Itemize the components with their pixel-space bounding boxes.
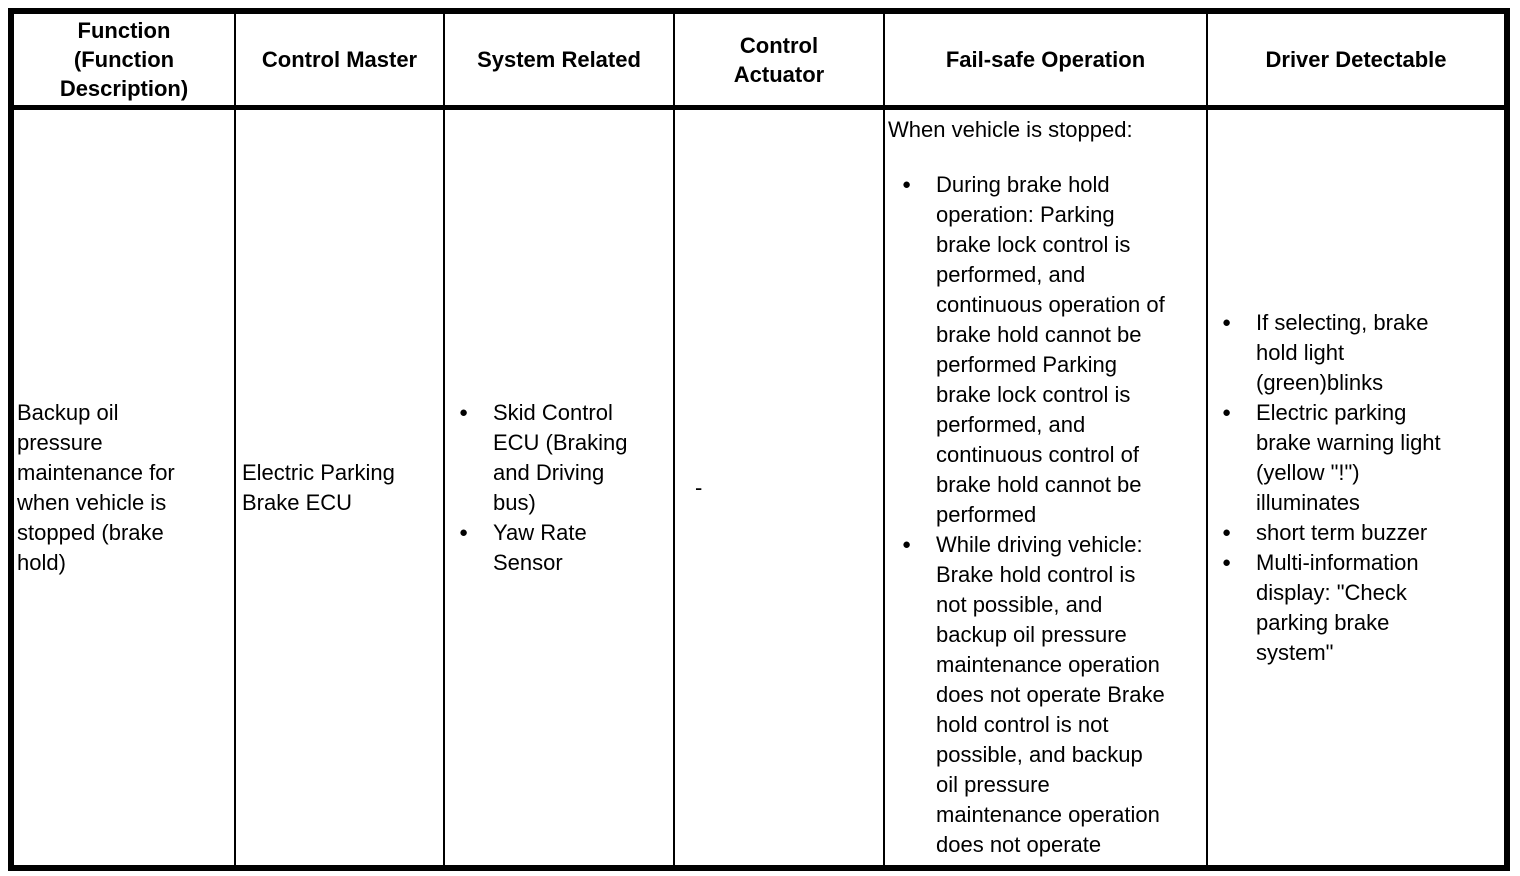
fail-safe-list: ● During brake hold operation: Parking b…	[888, 170, 1204, 860]
function-description-text: Backup oil pressure maintenance for when…	[17, 399, 175, 575]
header-cell-control-master: Control Master	[236, 14, 445, 105]
list-item-text: short term buzzer	[1256, 519, 1428, 545]
bullet-icon: ●	[459, 523, 469, 541]
control-actuator-text: -	[695, 474, 703, 500]
fail-safe-chart-table: Function (Function Description) Control …	[8, 8, 1510, 871]
list-item: ● During brake hold operation: Parking b…	[888, 170, 1204, 530]
bullet-icon: ●	[902, 176, 912, 193]
bullet-icon: ●	[1222, 523, 1232, 541]
bullet-icon: ●	[1222, 313, 1232, 331]
list-item-text: While driving vehicle: Brake hold contro…	[936, 532, 1165, 857]
list-item-text: Skid Control ECU (Braking and Driving bu…	[493, 399, 628, 515]
header-cell-driver-detectable: Driver Detectable	[1265, 47, 1447, 72]
list-item-text: If selecting, brake hold light (green)bl…	[1256, 309, 1429, 395]
cell-system-related: ● Skid Control ECU (Braking and Driving …	[445, 110, 675, 865]
header-cell-control-actuator: Control Actuator	[675, 14, 885, 105]
table-header-row: Function (Function Description) Control …	[14, 14, 1504, 110]
list-item-text: During brake hold operation: Parking bra…	[936, 172, 1165, 527]
list-item: ● Skid Control ECU (Braking and Driving …	[445, 398, 627, 518]
driver-detectable-list: ● If selecting, brake hold light (green)…	[1208, 308, 1441, 668]
list-item: ● While driving vehicle: Brake hold cont…	[888, 530, 1204, 860]
list-item-text: Multi-information display: "Check parkin…	[1256, 549, 1419, 665]
bullet-icon: ●	[902, 536, 912, 553]
list-item: ● short term buzzer	[1208, 518, 1441, 548]
cell-fail-safe: When vehicle is stopped: ● During brake …	[885, 110, 1208, 865]
cell-control-master: Electric Parking Brake ECU	[236, 110, 445, 865]
list-item-text: Yaw Rate Sensor	[493, 519, 587, 575]
list-item: ● Multi-information display: "Check park…	[1208, 548, 1441, 668]
bullet-icon: ●	[459, 403, 469, 421]
cell-function: Backup oil pressure maintenance for when…	[14, 110, 236, 865]
fail-safe-intro-text: When vehicle is stopped:	[888, 117, 1133, 142]
list-item-text: Electric parking brake warning light (ye…	[1256, 399, 1441, 515]
control-master-text: Electric Parking Brake ECU	[242, 459, 395, 515]
cell-control-actuator: -	[675, 110, 885, 865]
bullet-icon: ●	[1222, 403, 1232, 421]
header-cell-fail-safe: Fail-safe Operation	[885, 14, 1208, 105]
header-cell-function: Function (Function Description)	[14, 14, 236, 105]
list-item: ● Yaw Rate Sensor	[445, 518, 627, 578]
header-cell-system-related: System Related	[445, 14, 675, 105]
cell-driver-detectable: ● If selecting, brake hold light (green)…	[1208, 110, 1504, 865]
system-related-list: ● Skid Control ECU (Braking and Driving …	[445, 398, 627, 578]
table-body-row: Backup oil pressure maintenance for when…	[14, 110, 1504, 865]
list-item: ● Electric parking brake warning light (…	[1208, 398, 1441, 518]
list-item: ● If selecting, brake hold light (green)…	[1208, 308, 1441, 398]
bullet-icon: ●	[1222, 553, 1232, 571]
